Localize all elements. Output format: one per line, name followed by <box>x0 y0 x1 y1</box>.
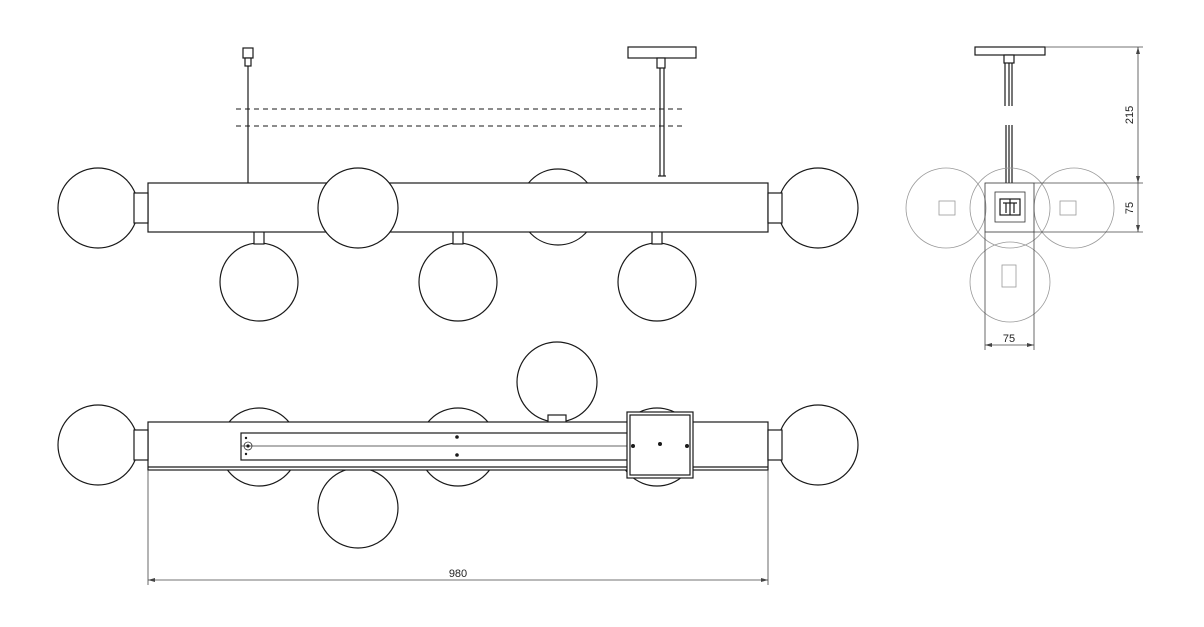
front-view <box>57 46 859 322</box>
body-width-dimension-label: 75 <box>1003 333 1015 345</box>
side-body <box>984 182 1035 233</box>
height-dimension: 215 <box>1034 46 1143 184</box>
length-dimension: 980 <box>147 470 769 585</box>
top-canopy <box>626 411 694 479</box>
body-width-dimension: 75 <box>984 232 1035 350</box>
length-dimension-label: 980 <box>449 568 467 580</box>
front-center-globe <box>317 167 399 249</box>
front-body <box>147 182 769 233</box>
height-dimension-label: 215 <box>1124 106 1136 124</box>
front-end-globes <box>57 167 859 249</box>
top-mounting-rail <box>240 432 652 461</box>
front-suspension <box>236 46 697 184</box>
body-height-dimension: 75 <box>1034 183 1143 233</box>
side-view: 215 75 75 <box>905 46 1143 350</box>
side-globes <box>905 167 1115 323</box>
top-view: 980 <box>57 341 859 585</box>
body-height-dimension-label: 75 <box>1124 202 1136 214</box>
